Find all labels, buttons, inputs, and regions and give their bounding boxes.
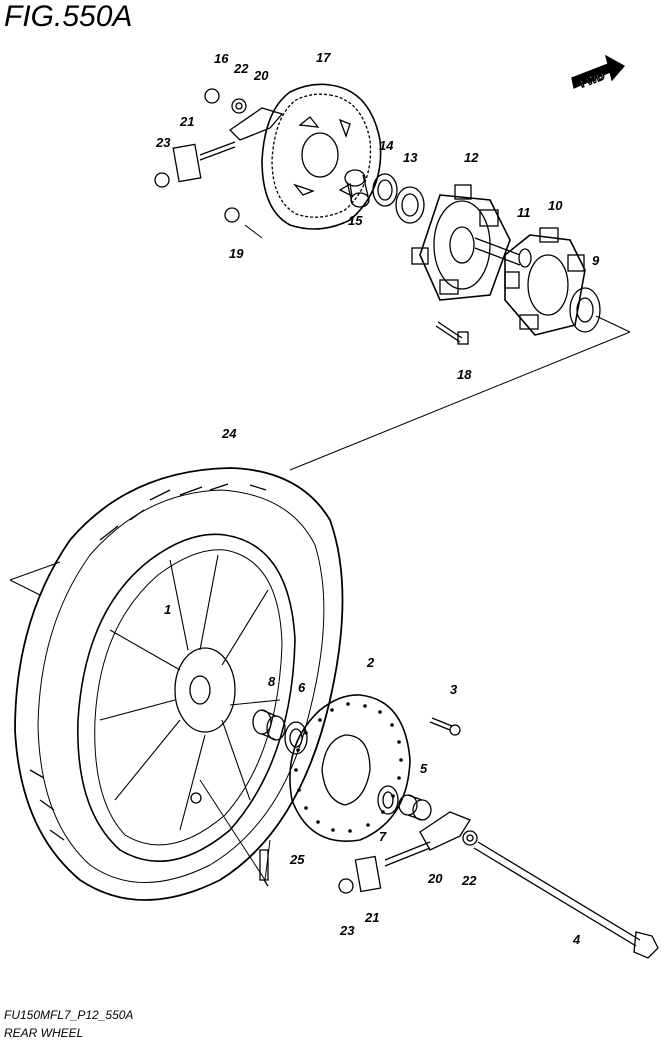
- callout-part-19: 19: [229, 246, 244, 261]
- callout-part-25: 25: [289, 852, 305, 867]
- bolt-3: [429, 717, 461, 736]
- fwd-arrow-icon: FWD: [571, 54, 626, 91]
- oil-seal-7: [377, 785, 399, 815]
- spacer-8: [252, 709, 286, 741]
- tire-24: [14, 467, 344, 901]
- spacer-15: [344, 169, 370, 208]
- callout-part-12: 12: [464, 150, 479, 165]
- bearing-9: [569, 287, 601, 333]
- oil-seal-14: [372, 173, 398, 207]
- callout-part-15: 15: [348, 213, 363, 228]
- chain-adjuster-top: [154, 88, 284, 223]
- callout-part-23: 23: [155, 135, 171, 150]
- callout-part-3: 3: [450, 682, 458, 697]
- callout-part-1: 1: [164, 602, 171, 617]
- callout-part-9: 9: [592, 253, 600, 268]
- drawing-description: REAR WHEEL: [4, 1026, 84, 1040]
- callout-part-24: 24: [221, 426, 237, 441]
- callout-part-23: 23: [339, 923, 355, 938]
- callout-part-6: 6: [298, 680, 306, 695]
- callout-part-22: 22: [461, 873, 477, 888]
- callout-part-7: 7: [379, 829, 387, 844]
- shaft-11: [518, 248, 532, 268]
- callout-part-20: 20: [253, 68, 269, 83]
- sprocket-carrier-12: [411, 184, 521, 301]
- chain-adjuster-bottom: [338, 811, 478, 894]
- callout-part-2: 2: [366, 655, 375, 670]
- brake-disc-2: [289, 694, 411, 842]
- drawing-code: FU150MFL7_P12_550A: [4, 1008, 134, 1022]
- callout-part-13: 13: [403, 150, 418, 165]
- callout-part-16: 16: [214, 51, 229, 66]
- callout-part-21: 21: [364, 910, 379, 925]
- bearing-13: [395, 186, 425, 224]
- callout-part-5: 5: [420, 761, 428, 776]
- callout-part-20: 20: [427, 871, 443, 886]
- axle-4: [473, 841, 659, 959]
- sprocket-17: [261, 83, 382, 230]
- callout-part-11: 11: [517, 205, 531, 220]
- callout-part-22: 22: [233, 61, 249, 76]
- callout-part-21: 21: [179, 114, 194, 129]
- callout-part-17: 17: [316, 50, 331, 65]
- bolt-18: [435, 321, 469, 345]
- callout-part-18: 18: [457, 367, 472, 382]
- figure-title: FIG.550A: [4, 0, 133, 33]
- spacer-5: [398, 794, 432, 821]
- callout-part-14: 14: [379, 138, 394, 153]
- cush-drive-damper-10: [504, 227, 586, 336]
- bearing-6: [284, 721, 308, 755]
- assembly-outline-lines: [9, 224, 631, 881]
- valve-25: [259, 849, 269, 887]
- wheel-rim-1: [77, 533, 296, 862]
- callout-part-4: 4: [572, 932, 581, 947]
- callout-part-10: 10: [548, 198, 563, 213]
- callout-part-8: 8: [268, 674, 276, 689]
